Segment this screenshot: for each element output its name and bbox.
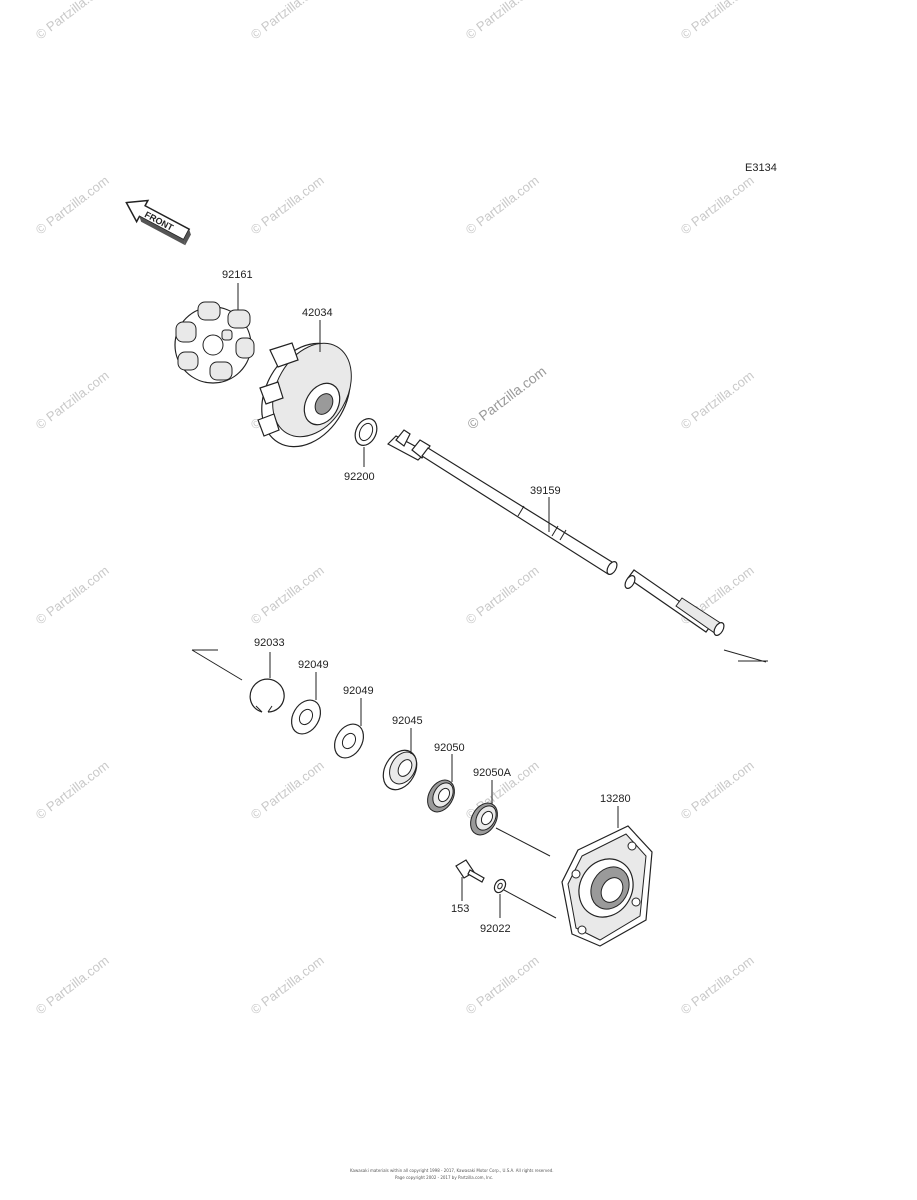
washer-92049-a[interactable]	[286, 695, 327, 739]
part-label-39159: 39159	[530, 485, 561, 497]
impeller-42034[interactable]	[244, 327, 368, 462]
part-label-92049-b: 92049	[343, 685, 374, 697]
watermark-text: © Partzilla.com	[463, 563, 542, 628]
diagram-code: E3134	[745, 162, 777, 174]
washer-92200[interactable]	[351, 415, 381, 449]
watermark-text: © Partzilla.com	[678, 173, 757, 238]
watermark-text: © Partzilla.com	[248, 758, 327, 823]
watermark-text: © Partzilla.com	[33, 758, 112, 823]
circlip-92033[interactable]	[249, 678, 285, 713]
part-label-92033: 92033	[254, 637, 285, 649]
part-label-92022: 92022	[480, 923, 511, 935]
washer-92022[interactable]	[492, 877, 508, 894]
watermark-text: © Partzilla.com	[678, 953, 757, 1018]
part-label-92161: 92161	[222, 269, 253, 281]
watermark-text: © Partzilla.com	[248, 173, 327, 238]
part-label-153: 153	[451, 903, 469, 915]
watermark-text: © Partzilla.com	[463, 953, 542, 1018]
watermark-text: © Partzilla.com	[678, 0, 757, 42]
watermark-text: © Partzilla.com	[33, 953, 112, 1018]
footer-page-copyright: Page copyright 2002 - 2017 by Partzilla.…	[395, 1175, 493, 1180]
part-label-92049-a: 92049	[298, 659, 329, 671]
watermark-text: © Partzilla.com	[463, 173, 542, 238]
center-watermark: © Partzilla.com	[464, 363, 549, 433]
part-label-92200: 92200	[344, 471, 375, 483]
part-label-42034: 42034	[302, 307, 333, 319]
footer-copyright: Kawasaki materials within all copyright …	[350, 1168, 554, 1173]
bolt-153[interactable]	[455, 859, 485, 883]
watermark-text: © Partzilla.com	[33, 563, 112, 628]
damper-coupling-92161[interactable]	[174, 301, 255, 384]
housing-plate-13280[interactable]	[561, 825, 653, 947]
watermark-text: © Partzilla.com	[33, 173, 112, 238]
watermark-text: © Partzilla.com	[463, 0, 542, 42]
bearing-92045[interactable]	[377, 744, 424, 795]
watermark-text: © Partzilla.com	[248, 953, 327, 1018]
watermark-text: © Partzilla.com	[33, 0, 112, 42]
drive-shaft-39159[interactable]	[387, 429, 726, 637]
part-label-92045: 92045	[392, 715, 423, 727]
part-label-13280: 13280	[600, 793, 631, 805]
oil-seal-92050[interactable]	[422, 775, 460, 816]
part-label-92050: 92050	[434, 742, 465, 754]
oil-seal-92050a[interactable]	[465, 798, 503, 839]
watermark-text: © Partzilla.com	[33, 368, 112, 433]
part-label-92050a: 92050A	[473, 767, 512, 779]
front-arrow-icon: FRONT	[125, 199, 191, 246]
washer-92049-b[interactable]	[329, 719, 370, 763]
watermark-text: © Partzilla.com	[248, 563, 327, 628]
watermark-text: © Partzilla.com	[678, 368, 757, 433]
watermark-text: © Partzilla.com	[678, 758, 757, 823]
watermark-text: © Partzilla.com	[248, 0, 327, 42]
